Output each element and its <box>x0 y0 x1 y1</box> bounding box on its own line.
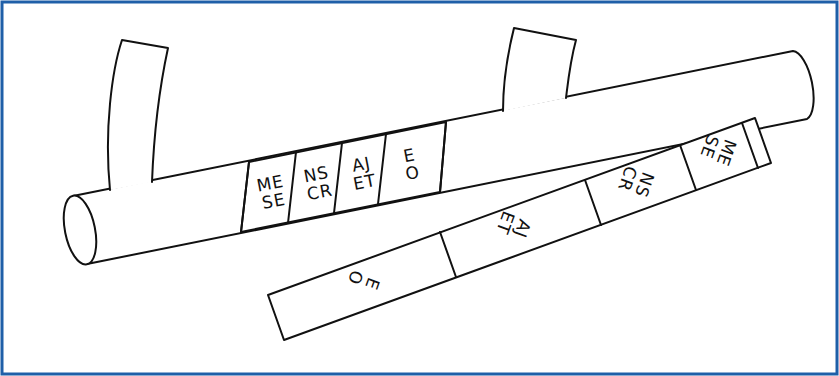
strip-letters: AJ ET <box>493 209 535 243</box>
strip-tail <box>108 40 168 190</box>
strip-divider <box>241 162 249 232</box>
strip-divider <box>585 180 601 225</box>
strip-divider <box>440 122 446 192</box>
strip-letters: NS CR <box>615 164 658 200</box>
strip-divider <box>440 232 456 277</box>
wound-strip <box>241 122 446 232</box>
rod-letters: NS CR <box>302 163 334 203</box>
strip-divider <box>680 145 696 190</box>
unwound-strip <box>268 118 771 340</box>
strip-letters: ME SE <box>696 131 739 169</box>
rod-letters: E O <box>401 145 422 183</box>
strip-divider <box>742 123 758 168</box>
strip-divider <box>288 152 296 223</box>
rod-letters: ME SE <box>255 172 289 213</box>
strip-divider <box>334 143 342 213</box>
rod-letters: AJ ET <box>348 153 378 193</box>
strip-letters: E O <box>345 268 384 294</box>
rod-end <box>58 193 101 268</box>
strip-divider <box>378 134 386 204</box>
strip-tail <box>503 28 576 111</box>
